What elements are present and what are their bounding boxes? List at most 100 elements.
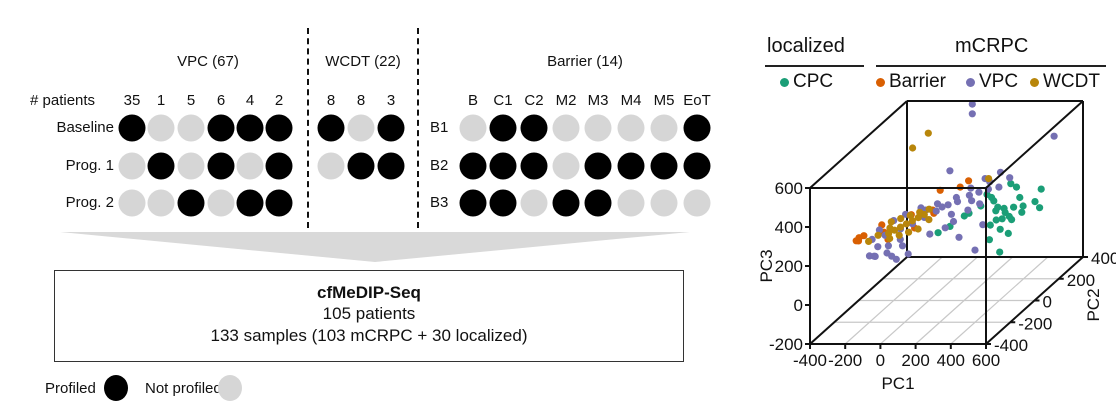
point-cpc — [992, 216, 1000, 224]
point-wcdt — [865, 237, 873, 245]
group-title-wcdt: WCDT (22) — [325, 53, 401, 70]
point-barrier — [860, 232, 868, 240]
point-vpc — [898, 242, 907, 250]
point-vpc — [968, 100, 976, 108]
point-cpc — [1004, 229, 1012, 237]
point-wcdt — [925, 205, 933, 213]
legend-label-cpc: CPC — [793, 71, 834, 92]
group-title-barrier: Barrier (14) — [547, 53, 623, 70]
point-vpc — [975, 188, 983, 196]
legend-profiled-label: Profiled — [45, 380, 96, 397]
profiled-dot — [347, 152, 375, 180]
point-vpc — [871, 252, 879, 260]
point-cpc — [1007, 180, 1015, 188]
axis-ticks — [805, 187, 1088, 349]
point-vpc — [926, 230, 934, 238]
profiled-dot — [236, 114, 264, 142]
column-header: M5 — [653, 92, 675, 109]
not-profiled-dot — [459, 114, 487, 142]
column-header: 8 — [356, 92, 366, 109]
tick-label-pc3: 0 — [794, 296, 803, 315]
axis-label-pc1: PC1 — [881, 374, 914, 393]
group-title-vpc: VPC (67) — [177, 53, 239, 70]
profiled-dot — [617, 152, 645, 180]
tick-label-pc1: 0 — [876, 351, 885, 370]
not-profiled-dot — [147, 114, 175, 142]
profiled-dot — [683, 152, 711, 180]
profiled-dot — [520, 114, 548, 142]
point-vpc — [1006, 174, 1014, 182]
point-wcdt — [874, 231, 882, 239]
legend-label-barrier: Barrier — [889, 71, 947, 92]
point-wcdt — [914, 225, 922, 233]
column-header: 5 — [186, 92, 196, 109]
tick-label-pc2: -200 — [1018, 314, 1052, 333]
profiled-dot — [207, 114, 235, 142]
not-profiled-dot — [347, 114, 375, 142]
point-vpc — [968, 110, 976, 118]
point-wcdt — [909, 144, 917, 152]
column-header: 2 — [274, 92, 284, 109]
profiled-dot — [489, 114, 517, 142]
tick-label-pc1: 600 — [972, 351, 1000, 370]
box-edge — [809, 100, 908, 189]
point-wcdt — [886, 224, 894, 232]
profiled-dot — [265, 189, 293, 217]
point-vpc — [932, 207, 940, 215]
point-cpc — [986, 221, 994, 229]
box-front-edges — [809, 100, 1084, 345]
point-vpc — [968, 197, 976, 205]
patients-row-header: # patients — [30, 92, 96, 109]
row-label: B3 — [430, 194, 449, 211]
profiled-dot — [236, 189, 264, 217]
header-mcrpc: mCRPC — [955, 35, 1029, 57]
legend-marker-cpc — [780, 78, 789, 87]
row-label: Prog. 2 — [65, 194, 114, 211]
tick-label-pc2: 400 — [1091, 249, 1116, 268]
point-cpc — [996, 248, 1004, 256]
point-vpc — [904, 250, 912, 258]
point-wcdt — [916, 208, 924, 216]
tick-label-pc3: 600 — [775, 179, 803, 198]
column-header: 3 — [386, 92, 396, 109]
profiled-dot — [584, 189, 612, 217]
scatter-points — [852, 100, 1058, 263]
profiled-dot — [584, 152, 612, 180]
divider-wcdt-barrier — [417, 28, 419, 228]
column-header: 1 — [156, 92, 166, 109]
point-vpc — [964, 206, 972, 214]
point-vpc — [955, 233, 963, 241]
point-vpc — [884, 242, 893, 250]
point-cpc — [1012, 183, 1021, 191]
not-profiled-dot — [147, 189, 175, 217]
profiled-dot — [650, 152, 678, 180]
point-vpc — [965, 191, 974, 199]
tick-label-pc2: 0 — [1043, 293, 1052, 312]
legend-marker-barrier — [876, 78, 885, 87]
summary-box: cfMeDIP-Seq 105 patients 133 samples (10… — [54, 270, 684, 362]
tick-label-pc1: 200 — [901, 351, 929, 370]
profiled-dot — [265, 152, 293, 180]
tick-label-pc3: -200 — [769, 335, 803, 354]
axis-label-pc2: PC2 — [1084, 288, 1103, 321]
point-cpc — [998, 215, 1006, 223]
point-wcdt — [908, 217, 917, 225]
not-profiled-dot — [207, 189, 235, 217]
point-wcdt — [902, 220, 911, 228]
point-vpc — [941, 224, 949, 232]
legend-not-profiled-dot — [218, 375, 242, 401]
divider-vpc-wcdt — [307, 28, 309, 228]
header-localized: localized — [767, 35, 845, 57]
point-wcdt — [897, 215, 905, 223]
column-header: M4 — [620, 92, 642, 109]
point-cpc — [960, 212, 968, 220]
profiled-dot — [207, 152, 235, 180]
legend-marker-vpc — [966, 78, 975, 87]
column-header: M2 — [555, 92, 577, 109]
point-vpc — [933, 200, 942, 208]
not-profiled-dot — [552, 114, 580, 142]
axis-label-pc3: PC3 — [757, 249, 776, 282]
column-header: C1 — [493, 92, 513, 109]
tick-label-pc2: -400 — [994, 336, 1028, 355]
profiled-dot — [520, 152, 548, 180]
